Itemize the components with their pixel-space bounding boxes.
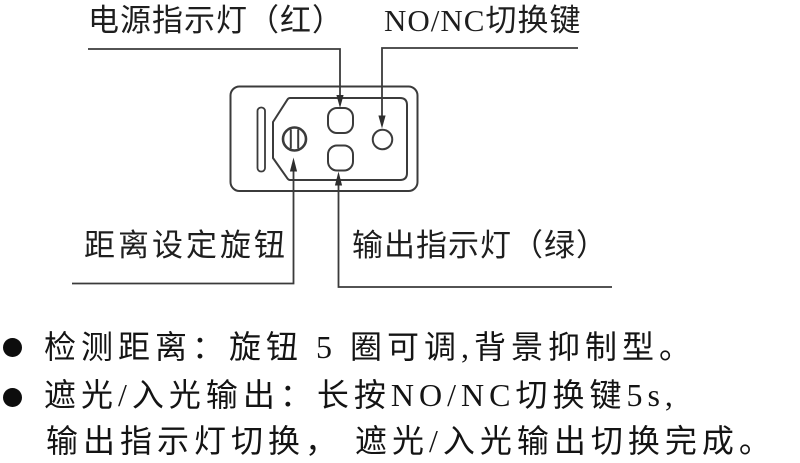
- power-led-leader-line: [88, 48, 341, 96]
- distance-knob-label: 距离设定旋钮: [84, 228, 288, 263]
- arrowhead-up-distance-knob: [289, 157, 298, 172]
- note-output-switch-line2: 输出指示灯切换， 遮光/入光输出切换完成。: [46, 423, 776, 459]
- nonc-button-icon: [371, 128, 394, 151]
- sensor-body-outline: [229, 85, 419, 192]
- output-led-label: 输出指示灯（绿）: [352, 228, 608, 263]
- bullet-icon: [3, 338, 22, 357]
- power-led-icon: [327, 107, 354, 134]
- distance-knob-icon: [281, 126, 308, 152]
- note-output-switch-line1: 遮光/入光输出：长按NO/NC切换键5s,: [44, 377, 678, 413]
- arrowhead-down-power-led: [336, 95, 344, 108]
- nonc-key-label: NO/NC切换键: [384, 3, 582, 38]
- nonc-key-leader-line: [381, 47, 578, 116]
- bullet-icon: [3, 388, 22, 407]
- note-detection-distance: 检测距离：旋钮 5 圈可调,背景抑制型。: [44, 329, 697, 365]
- side-slot: [256, 106, 266, 173]
- arrowhead-down-nonc-button: [378, 115, 386, 129]
- control-panel-outline: [272, 97, 408, 181]
- output-led-icon: [327, 144, 354, 172]
- distance-knob-leader-line: [72, 171, 295, 285]
- arrowhead-up-output-led: [334, 171, 343, 186]
- power-led-label: 电源指示灯（红）: [88, 3, 344, 38]
- output-led-leader-line: [337, 185, 612, 288]
